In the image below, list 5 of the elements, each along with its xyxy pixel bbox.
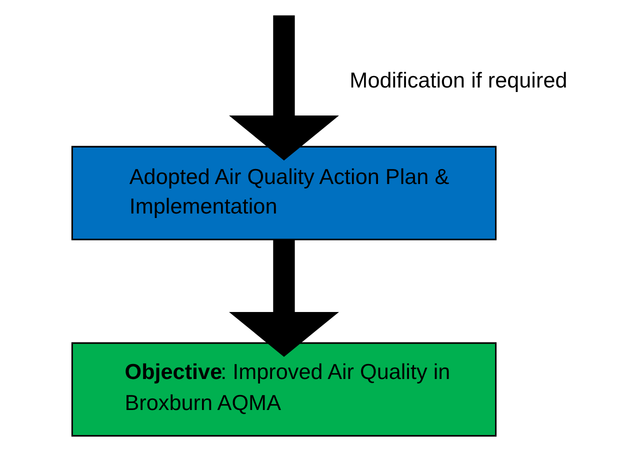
- node-box: Objective: Improved Air Quality in Broxburn AQMA: [70, 342, 496, 437]
- node-box: Adopted Air Quality Action Plan & Implementation: [70, 146, 496, 240]
- edge-label: Modification if required: [349, 68, 567, 92]
- arrow: [228, 15, 338, 160]
- arrow: [228, 240, 338, 357]
